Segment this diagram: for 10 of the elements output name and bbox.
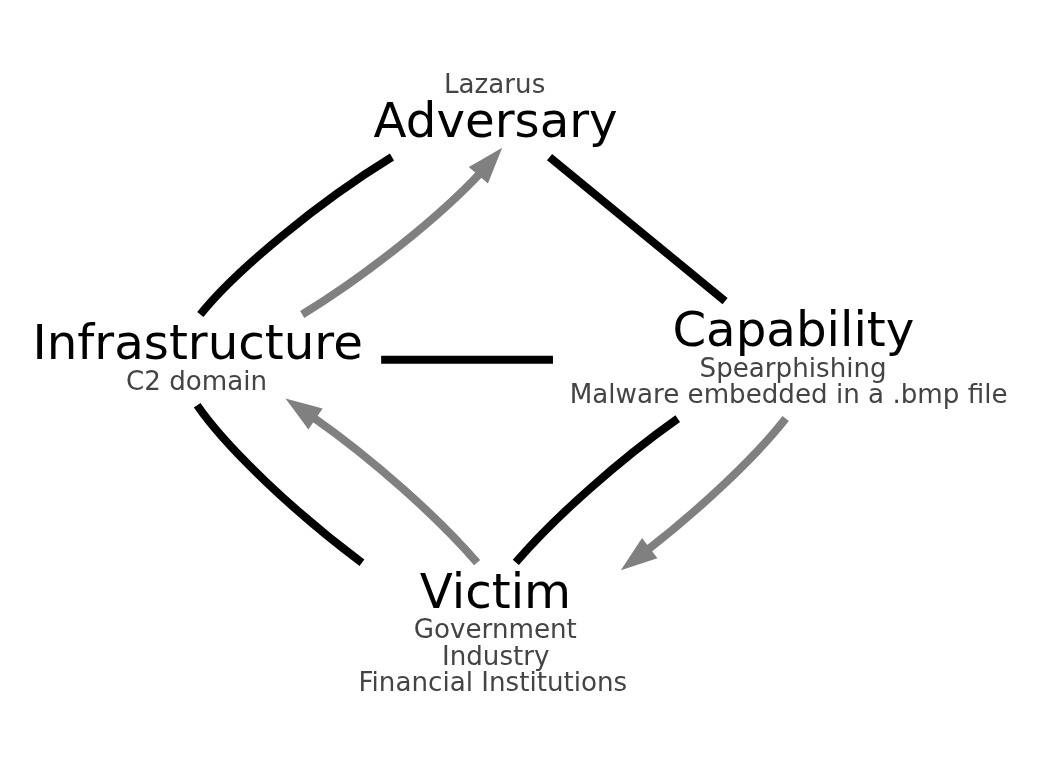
- connector: [512, 414, 681, 565]
- connector: [381, 355, 553, 364]
- node-text: Capability: [672, 300, 915, 357]
- arrow: [285, 398, 481, 565]
- connector: [193, 402, 365, 566]
- connector: [197, 153, 395, 317]
- node-label: Lazarus: [444, 68, 546, 99]
- arrow: [300, 147, 503, 318]
- arrow: [620, 415, 789, 570]
- connector: [547, 153, 728, 304]
